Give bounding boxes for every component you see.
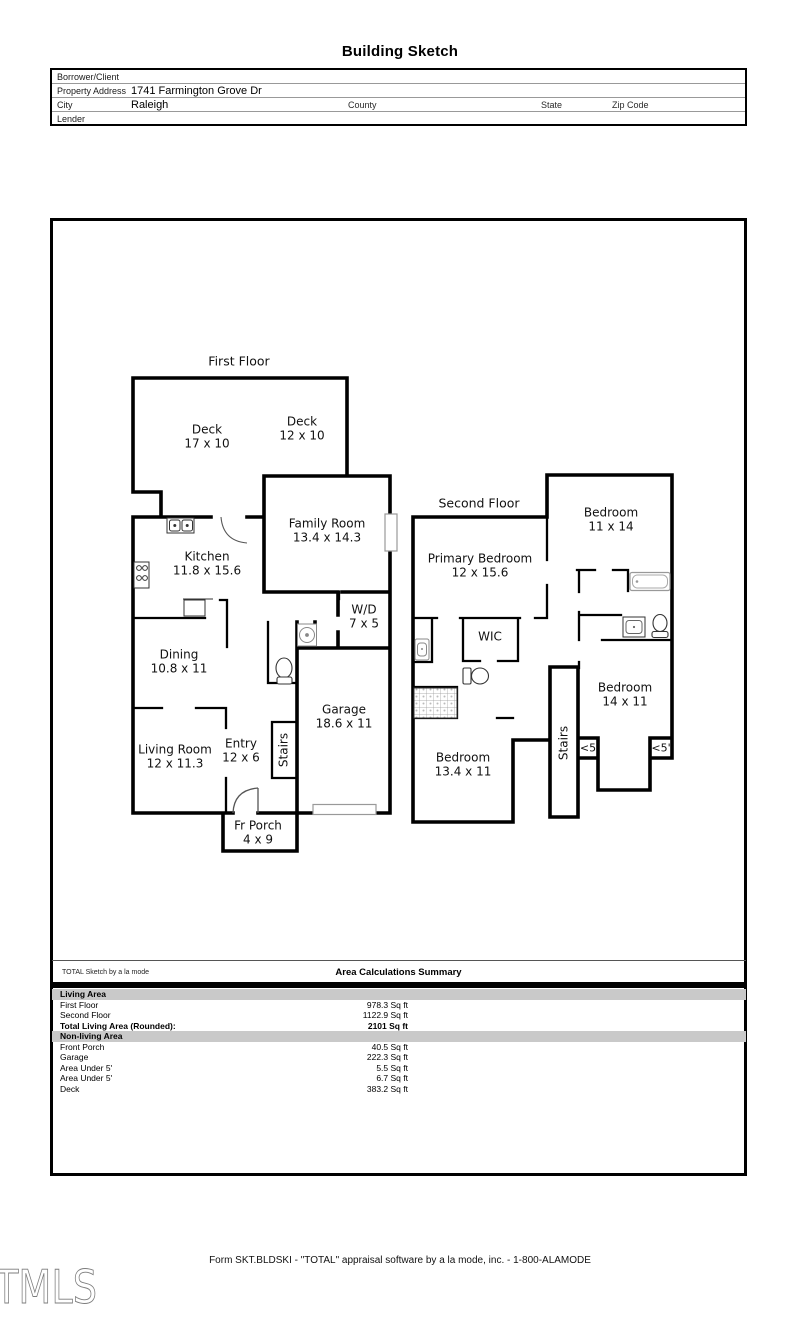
second-floor-title: Second Floor [438,495,520,511]
lender-label: Lender [57,114,86,124]
summary-row-second-floor: Second Floor 1122.9 Sq ft [60,1010,408,1020]
summary-title: Area Calculations Summary [335,967,462,978]
area-under5-label-right: <5' [651,741,671,755]
summary-row-garage: Garage 222.3 Sq ft [60,1052,408,1062]
tmls-watermark: TMLS [0,1260,97,1314]
summary-row-deck: Deck 383.2 Sq ft [60,1083,408,1094]
table-row: Property Address 1741 Farmington Grove D… [52,83,745,98]
zipcode-label: Zip Code [612,100,649,110]
table-row: Borrower/Client [52,70,745,84]
summary-row-area-under5-b: Area Under 5' 6.7 Sq ft [60,1073,408,1083]
client-info-table: Borrower/Client Property Address 1741 Fa… [50,68,747,126]
summary-row-front-porch: Front Porch 40.5 Sq ft [60,1041,408,1052]
summary-row-total: Total Living Area (Rounded): 2101 Sq ft [60,1020,408,1031]
city-value: Raleigh [131,99,169,111]
property-address-value: 1741 Farmington Grove Dr [131,85,262,97]
page-title: Building Sketch [341,43,459,60]
area-under5-label-left: <5 [579,741,597,755]
property-address-label: Property Address [57,86,127,96]
first-floor-title: First Floor [208,353,270,369]
borrower-label: Borrower/Client [57,72,120,82]
living-area-header: Living Area [52,989,746,1000]
summary-black-bar [52,982,746,988]
summary-row-area-under5-a: Area Under 5' 5.5 Sq ft [60,1062,408,1073]
state-label: State [541,100,563,110]
summary-divider-line [52,960,746,961]
city-label: City [57,100,73,110]
room-label-stairs-second: Stairs [556,725,571,761]
room-label-wic: WIC [478,629,502,644]
room-label-stairs-first: Stairs [276,732,291,768]
table-row: Lender [52,111,745,125]
summary-row-first-floor: First Floor 978.3 Sq ft [60,999,408,1010]
form-footer-text: Form SKT.BLDSKI - "TOTAL" appraisal soft… [209,1255,591,1266]
table-row: City Raleigh County State Zip Code [52,97,745,112]
county-label: County [348,100,377,110]
nonliving-area-header: Non-living Area [52,1031,746,1042]
total-sketch-watermark: TOTAL Sketch by a la mode [62,969,150,976]
